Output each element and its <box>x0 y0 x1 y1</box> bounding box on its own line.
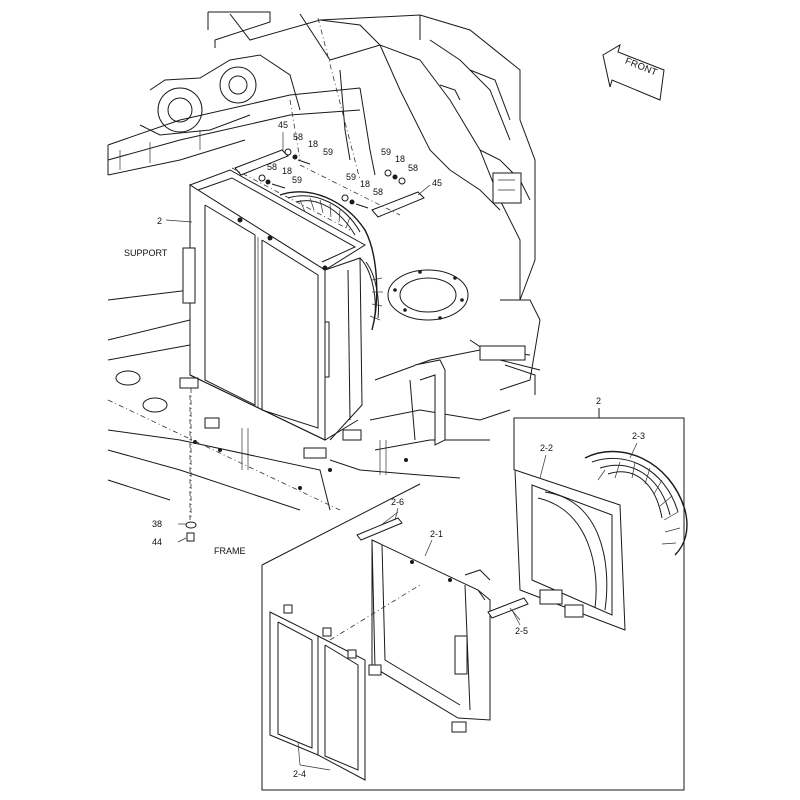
radiator-assembly <box>179 149 425 459</box>
label-item-58-b: 58 <box>267 162 277 172</box>
leader-lines <box>165 132 638 771</box>
label-item-18-b: 18 <box>282 166 292 176</box>
label-item-58-d: 58 <box>408 163 418 173</box>
label-item-45-b: 45 <box>432 178 442 188</box>
label-item-58-c: 58 <box>373 187 383 197</box>
label-support: SUPPORT <box>124 248 168 258</box>
radiator-core-part-2-1 <box>368 539 491 733</box>
bracket-part-2-6 <box>356 511 403 541</box>
label-item-2-detail: 2 <box>596 396 601 406</box>
label-item-59-d: 59 <box>381 147 391 157</box>
screen-panels-part-2-4 <box>269 584 421 781</box>
part-labels: 2 SUPPORT FRAME 45 58 18 59 58 18 59 59 … <box>124 120 645 779</box>
label-item-58-a: 58 <box>293 132 303 142</box>
label-item-18-c: 18 <box>360 179 370 189</box>
fan-blade-hatching <box>299 197 383 321</box>
bracket-part-2-5 <box>487 597 529 621</box>
label-item-2-5: 2-5 <box>515 626 528 636</box>
label-item-38: 38 <box>152 519 162 529</box>
fan-shroud-part-2-2 <box>514 469 626 631</box>
lower-frame-structure <box>107 269 541 520</box>
label-item-45-a: 45 <box>278 120 288 130</box>
label-item-2-3: 2-3 <box>632 431 645 441</box>
fastener-groups <box>185 148 406 542</box>
detail-callout-box <box>261 408 685 791</box>
label-item-59-a: 59 <box>323 147 333 157</box>
label-item-2-4: 2-4 <box>293 769 306 779</box>
label-item-44: 44 <box>152 537 162 547</box>
label-item-18-a: 18 <box>308 139 318 149</box>
label-item-59-c: 59 <box>346 172 356 182</box>
front-arrow-indicator: FRONT <box>602 43 665 101</box>
label-item-2-1: 2-1 <box>430 529 443 539</box>
label-item-59-b: 59 <box>292 175 302 185</box>
upper-frame-structure <box>107 11 536 301</box>
label-item-18-d: 18 <box>395 154 405 164</box>
label-item-2-6: 2-6 <box>391 497 404 507</box>
label-item-2-2: 2-2 <box>540 443 553 453</box>
fan-guard-part-2-3 <box>584 450 688 556</box>
label-item-2-main: 2 <box>157 216 162 226</box>
label-frame: FRAME <box>214 546 246 556</box>
